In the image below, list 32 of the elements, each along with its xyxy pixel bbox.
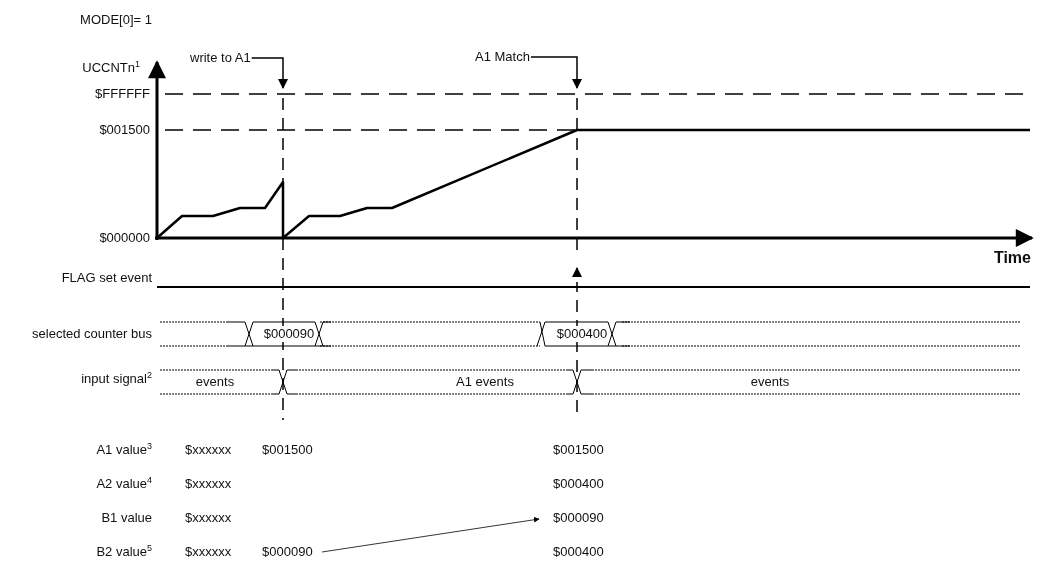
register-value: $xxxxxx <box>185 544 232 560</box>
callout-text: A1 Match <box>475 49 530 65</box>
signal-name: selected counter bus <box>32 326 152 342</box>
signal-state: events <box>750 374 790 390</box>
mode-label: MODE[0]= 1 <box>80 12 152 28</box>
register-value: $xxxxxx <box>185 510 232 526</box>
signal-name: input signal$^{2}$ <box>81 371 152 387</box>
register-value: $001500 <box>553 442 604 458</box>
callout-text: write to A1 <box>190 50 251 66</box>
register-value: $000400 <box>553 544 604 560</box>
arrow <box>530 56 583 90</box>
axis-label: UCCNTn$^{1}$ <box>82 60 140 76</box>
signal-state: events <box>195 374 235 390</box>
register-value: $000090 <box>553 510 604 526</box>
register-name: B2 value$^{5}$ <box>96 544 152 560</box>
register-name: B1 value <box>101 510 152 526</box>
signal-state: A1 events <box>456 374 514 390</box>
tick-label: $000000 <box>99 230 150 246</box>
register-value: $xxxxxx <box>185 476 232 492</box>
register-name: A1 value$^{3}$ <box>96 442 152 458</box>
tick-label: $FFFFFF <box>95 86 150 102</box>
signal-name: FLAG set event <box>61 270 152 286</box>
register-value: $001500 <box>262 442 313 458</box>
tick-label: $001500 <box>99 122 150 138</box>
bus-value: $000090 <box>262 326 316 342</box>
register-value: $xxxxxx <box>185 442 232 458</box>
axis-label: Time <box>993 250 1031 266</box>
register-name: A2 value$^{4}$ <box>96 476 152 492</box>
bus-value: $000400 <box>555 326 609 342</box>
register-value: $000400 <box>553 476 604 492</box>
arrow <box>250 57 289 90</box>
register-value: $000090 <box>262 544 313 560</box>
